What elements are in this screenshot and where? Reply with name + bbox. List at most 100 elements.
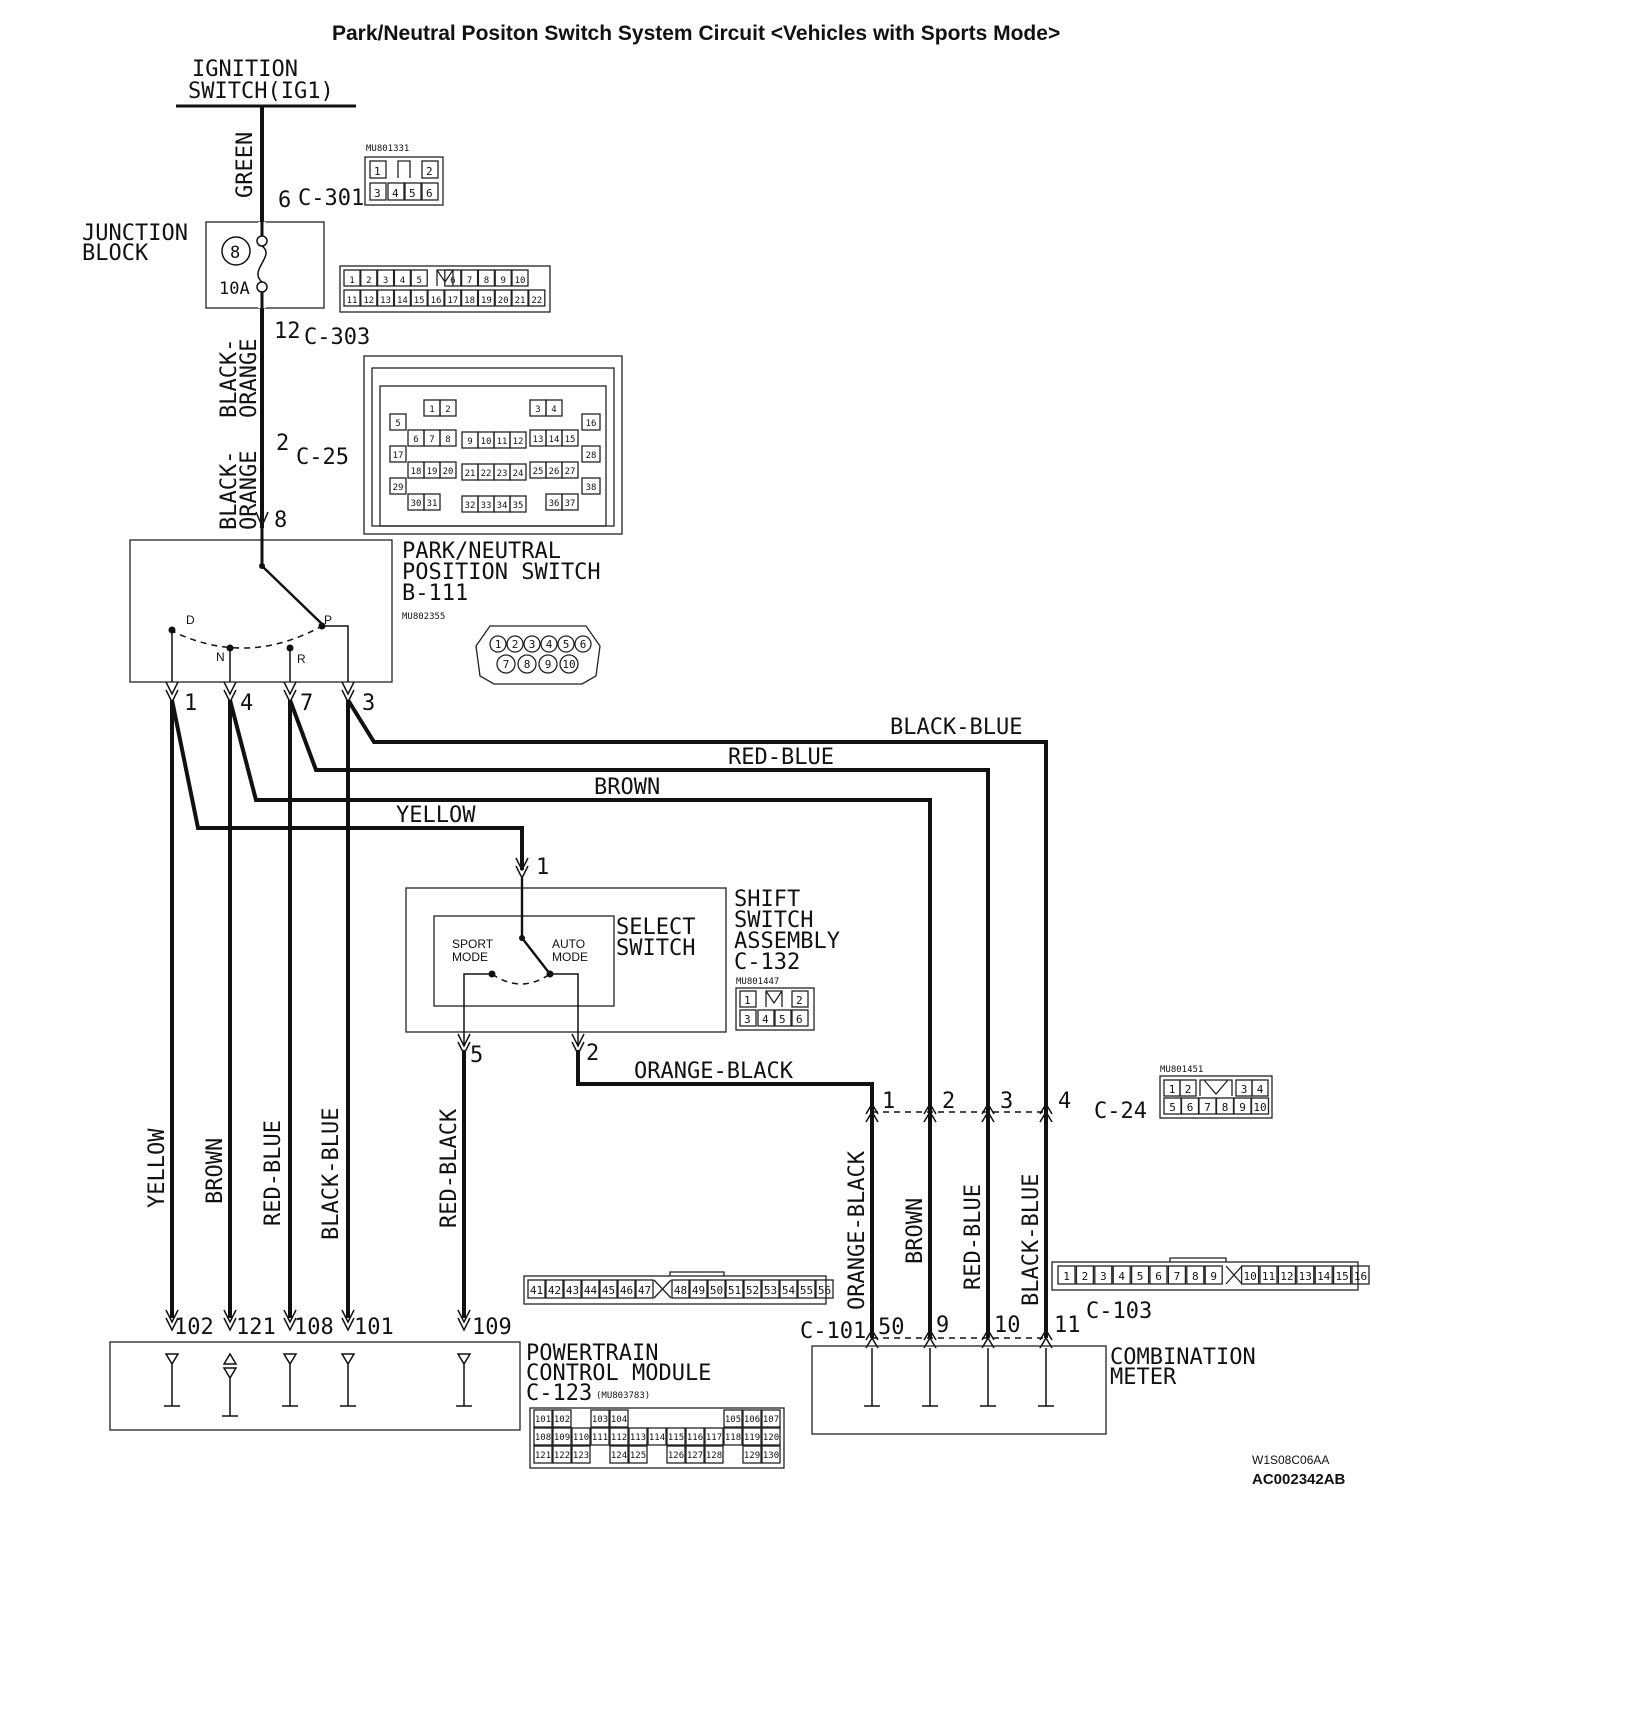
b111-pin-5: 5: [563, 638, 570, 651]
pcm-pin-102: 102: [174, 1315, 214, 1340]
c25-pin-5: 5: [395, 419, 400, 429]
pnp-out-pin-7: 7: [300, 691, 313, 716]
c103-pin-8: 8: [1192, 1270, 1199, 1283]
ignition-label-line1: IGNITION: [192, 57, 298, 82]
pcm-label-line2: CONTROL MODULE: [526, 1361, 711, 1386]
pcm-part-number: (MU803783): [596, 1391, 650, 1401]
c123-grid-pin-117: 117: [706, 1433, 722, 1443]
c25-pin-17: 17: [393, 451, 404, 461]
c303-name: C-303: [304, 325, 370, 350]
c123-grid-pin-107: 107: [763, 1415, 779, 1425]
c25-pin-22: 22: [481, 469, 492, 479]
c25-pin: 2: [276, 431, 289, 456]
shift-assembly-line4: C-132: [734, 950, 800, 975]
c123-grid-pin-112: 112: [611, 1433, 627, 1443]
wire-black-orange-lower-l1: BLACK-: [217, 451, 242, 530]
shift-assembly-part: MU801447: [736, 977, 779, 987]
wire-green-label: GREEN: [233, 132, 258, 198]
c25-pin-1: 1: [429, 405, 434, 415]
diagram-title: Park/Neutral Positon Switch System Circu…: [332, 22, 1060, 45]
meter-input-arrows: [865, 1328, 1053, 1349]
footer-code-2: AC002342AB: [1252, 1471, 1346, 1488]
junction-label-line1: JUNCTION: [82, 221, 188, 246]
b111-pin-2: 2: [512, 638, 519, 651]
pcm-pin-121: 121: [236, 1315, 276, 1340]
c123-grid-pin-122: 122: [554, 1451, 570, 1461]
c123-grid-pin-113: 113: [630, 1433, 646, 1443]
c24-pin-3: 3: [1000, 1089, 1013, 1114]
c25-pin-12: 12: [513, 437, 524, 447]
pnp-internal-leads: [171, 625, 349, 682]
pcm-input-arrows: [165, 1309, 471, 1332]
c24-arrows: [865, 1102, 1053, 1123]
shift-assembly-line3: ASSEMBLY: [734, 929, 840, 954]
wire-red-blue-to-meter: [288, 699, 990, 1338]
meter-pin-9: 9: [936, 1313, 949, 1338]
select-in-pin: 1: [536, 855, 549, 880]
c303-pin-20: 20: [498, 296, 509, 306]
c103-pin-3: 3: [1100, 1270, 1107, 1283]
c103-pin-13: 13: [1299, 1270, 1312, 1283]
c301-pin-4: 4: [392, 187, 399, 200]
c123-grid-pin-104: 104: [611, 1415, 627, 1425]
pnp-part-number: MU802355: [402, 612, 445, 622]
b111-pin-8: 8: [524, 658, 531, 671]
c132-pin-2: 2: [796, 994, 803, 1007]
c123-grid-pin-129: 129: [744, 1451, 760, 1461]
c24-pin-2: 2: [942, 1089, 955, 1114]
c123-grid-pin-114: 114: [649, 1433, 665, 1443]
wire-orange-black-label: ORANGE-BLACK: [634, 1059, 794, 1084]
c103-pin-1: 1: [1063, 1270, 1070, 1283]
c25-pin-14: 14: [549, 435, 560, 445]
c25-pin-7: 7: [429, 435, 434, 445]
pnp-input-pin: 8: [274, 508, 287, 533]
c25-pin-33: 33: [481, 501, 492, 511]
b111-pin-4: 4: [546, 638, 553, 651]
c123-grid-pin-109: 109: [554, 1433, 570, 1443]
c24-grid-pin-2: 2: [1185, 1083, 1192, 1096]
wire-orange-black-to-meter: [576, 1050, 874, 1338]
wire-red-black-vlabel: RED-BLACK: [437, 1108, 462, 1228]
c103-pin-2: 2: [1082, 1270, 1089, 1283]
pnp-switch-arc: [169, 625, 323, 649]
c24-grid-pin-7: 7: [1204, 1101, 1211, 1114]
c303-pin-11: 11: [347, 296, 358, 306]
select-out-pin-2: 2: [586, 1041, 599, 1066]
pnp-pos-n: N: [216, 650, 225, 664]
fuse-symbol: [256, 222, 268, 308]
c25-pin-13: 13: [533, 435, 544, 445]
select-switch-arc: [491, 973, 551, 985]
c24-grid-pin-4: 4: [1257, 1083, 1264, 1096]
wire-black-blue-meter-vlabel: BLACK-BLUE: [1019, 1174, 1044, 1306]
c24-part-number: MU801451: [1160, 1065, 1203, 1075]
c25-name: C-25: [296, 445, 349, 470]
select-switch-label-line2: SWITCH: [616, 936, 695, 961]
c301-pin-2: 2: [426, 165, 433, 178]
c123-top-pin-52: 52: [746, 1284, 759, 1297]
c303-pin-2: 2: [366, 276, 371, 286]
c123-grid-pin-102: 102: [554, 1415, 570, 1425]
c25-pin-20: 20: [443, 467, 454, 477]
pcm-terminal-symbols: [164, 1352, 472, 1417]
c25-pin-2: 2: [445, 405, 450, 415]
fuse-number-circle: [221, 236, 251, 266]
c303-pin-17: 17: [447, 296, 458, 306]
c301-pin-1: 1: [374, 165, 381, 178]
select-auto-line1: AUTO: [552, 937, 585, 951]
c123-top-pin-43: 43: [566, 1284, 579, 1297]
c103-pin-6: 6: [1155, 1270, 1162, 1283]
c123-top-pin-51: 51: [728, 1284, 741, 1297]
c123-grid-pin-127: 127: [687, 1451, 703, 1461]
c24-pin-4: 4: [1058, 1089, 1071, 1114]
c25-pin-34: 34: [497, 501, 508, 511]
c303-pin-19: 19: [481, 296, 492, 306]
c103-pin-15: 15: [1335, 1270, 1348, 1283]
c123-grid-pin-106: 106: [744, 1415, 760, 1425]
c103-pin-10: 10: [1243, 1270, 1256, 1283]
c123-grid-pin-118: 118: [725, 1433, 741, 1443]
wire-brown-to-meter: [228, 699, 932, 1338]
c303-pin-1: 1: [349, 276, 354, 286]
